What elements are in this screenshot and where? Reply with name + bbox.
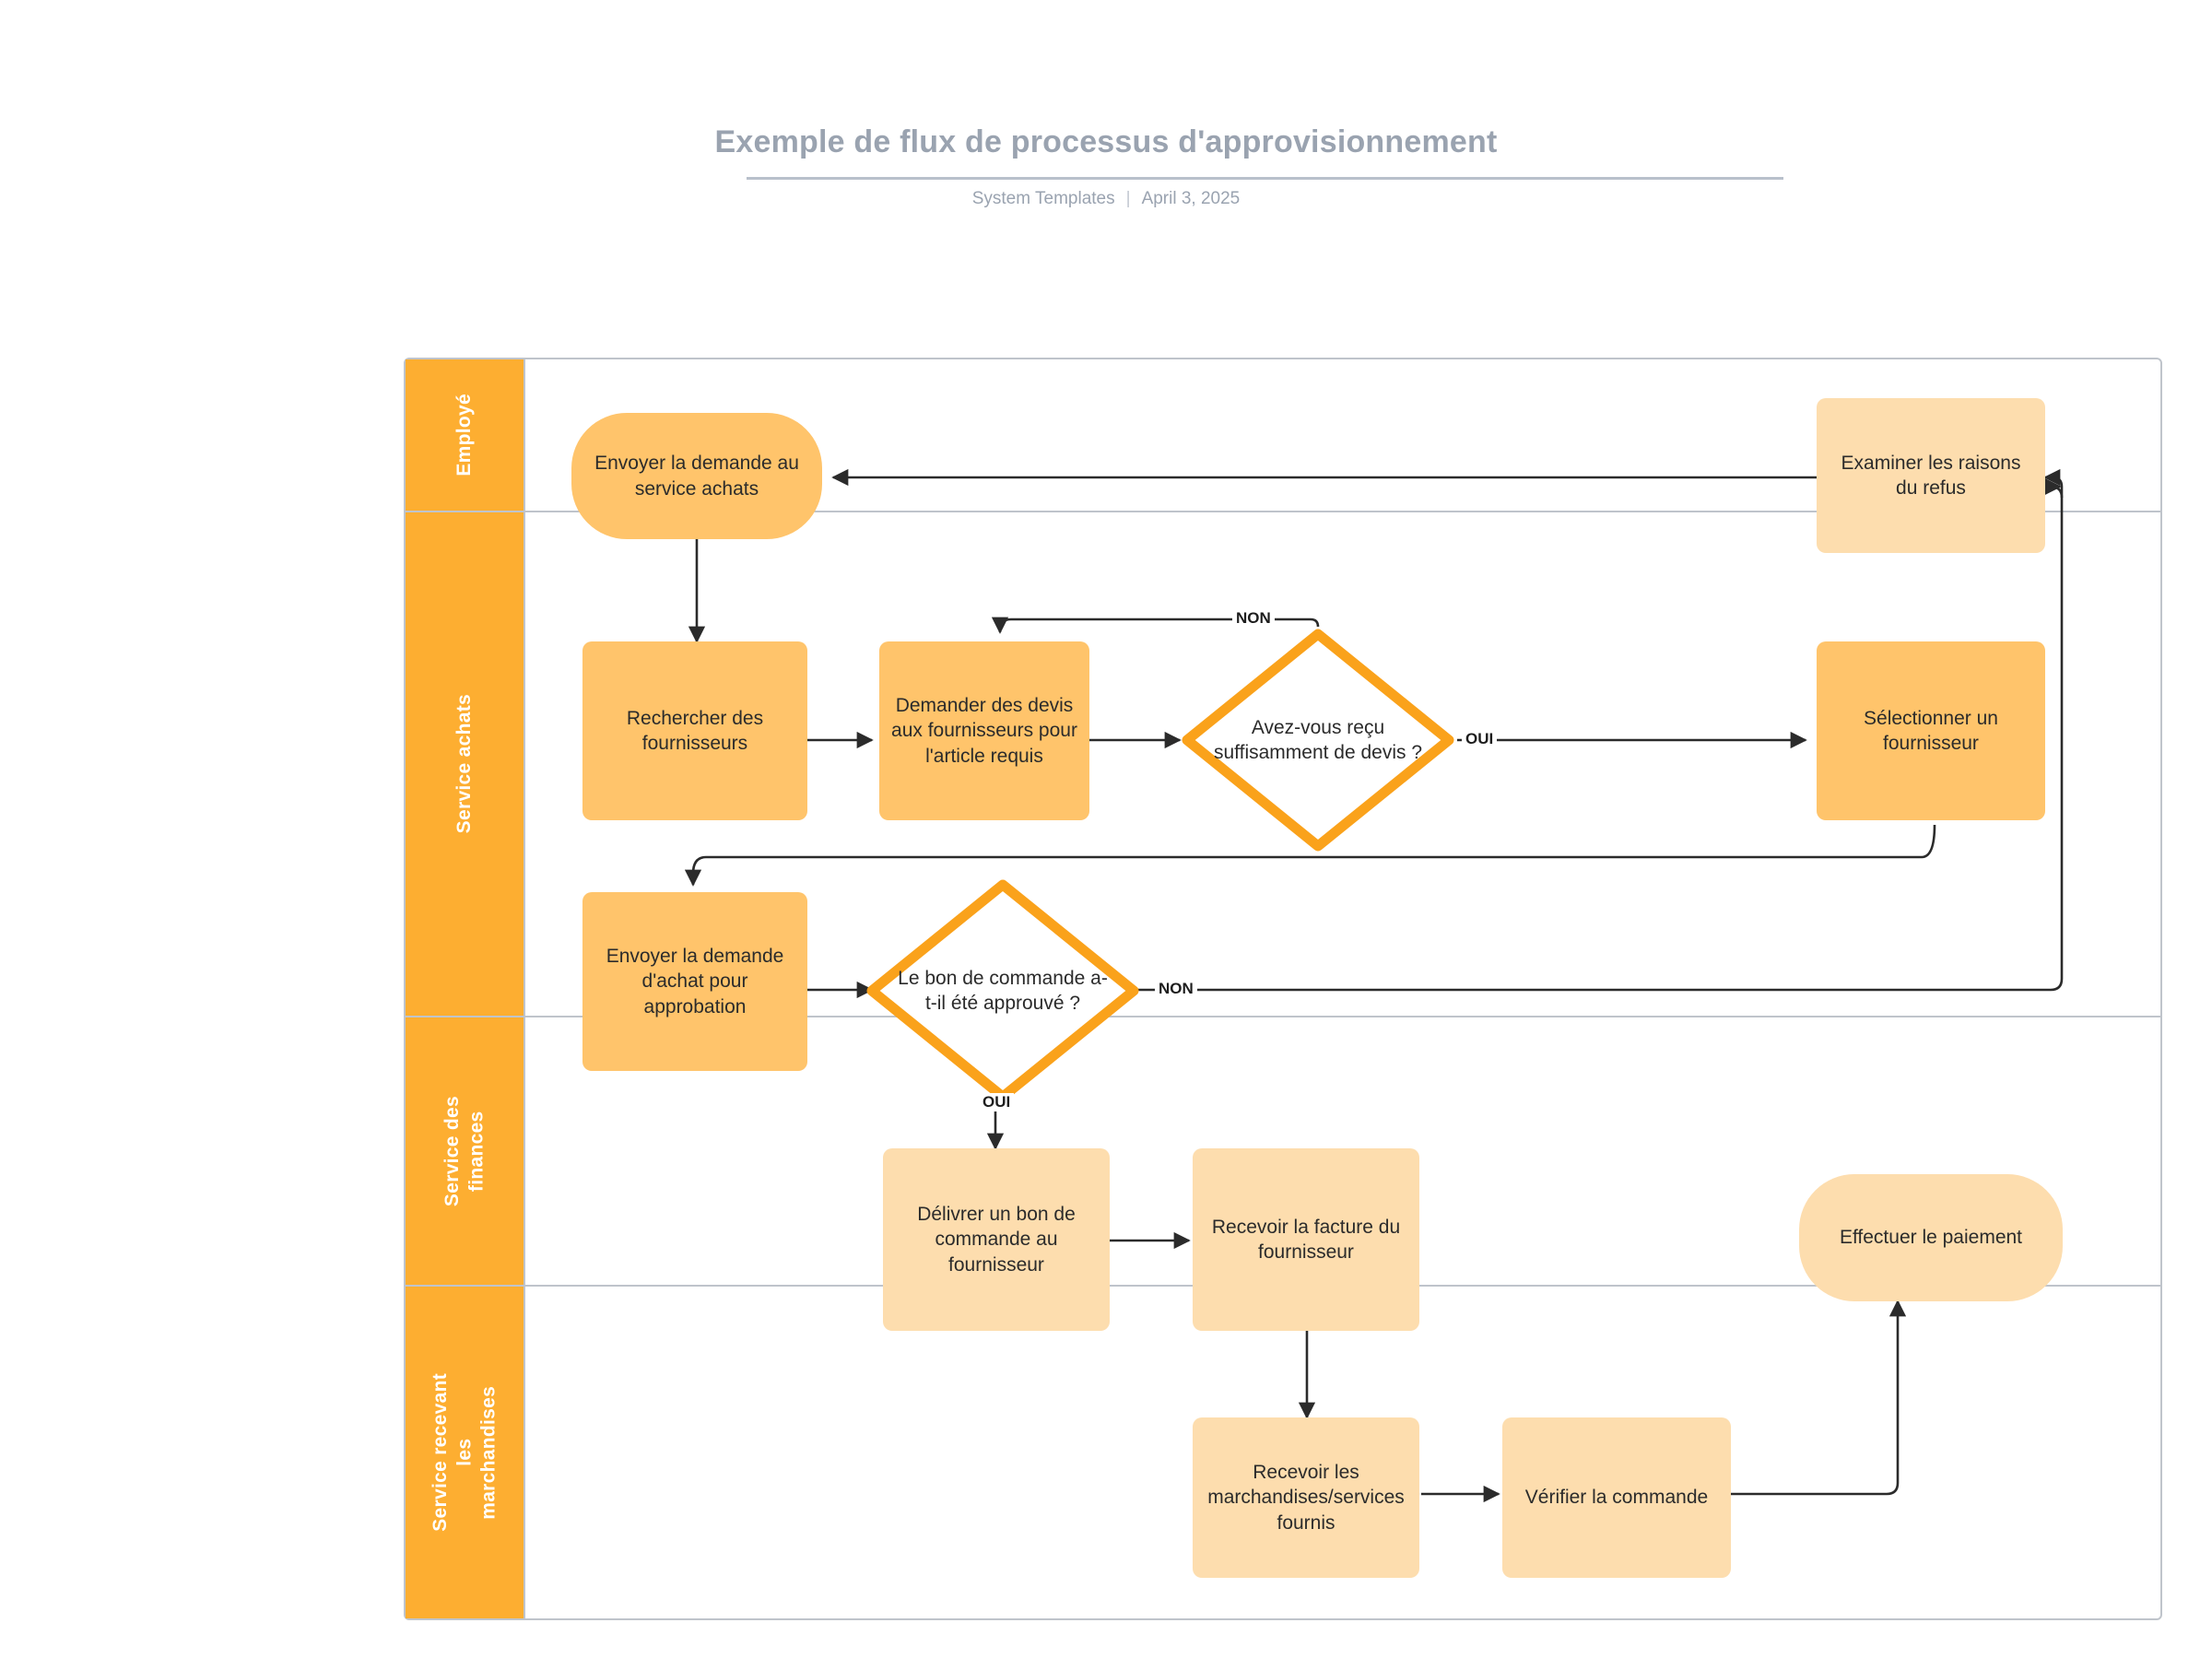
lane-header-service-finances: Service des finances: [406, 1017, 525, 1285]
meta-separator: |: [1125, 189, 1131, 208]
node-decision-avez-vous-recu-devis[interactable]: Avez-vous reçu suffisamment de devis ?: [1180, 627, 1456, 853]
lane-label-employe: Employé: [453, 394, 475, 476]
lane-header-service-marchandises: Service recevant les marchandises: [406, 1287, 525, 1618]
document-meta: System Templates | April 3, 2025: [0, 189, 2212, 209]
node-verifier-commande[interactable]: Vérifier la commande: [1502, 1417, 1731, 1578]
document-date: April 3, 2025: [1141, 189, 1241, 208]
lane-label-service-marchandises: Service recevant les marchandises: [429, 1373, 500, 1532]
node-delivrer-bon-commande[interactable]: Délivrer un bon de commande au fournisse…: [883, 1148, 1110, 1331]
node-selectionner-fournisseur[interactable]: Sélectionner un fournisseur: [1817, 641, 2045, 820]
document-header: Exemple de flux de processus d'approvisi…: [0, 0, 2212, 240]
node-envoyer-demande-service-achats[interactable]: Envoyer la demande au service achats: [571, 413, 822, 539]
node-envoyer-demande-achat[interactable]: Envoyer la demande d'achat pour approbat…: [582, 892, 807, 1071]
edge-label-devis-oui: OUI: [1462, 730, 1498, 748]
title-divider: [747, 177, 1783, 180]
decision-label-avez-vous-recu-devis: Avez-vous reçu suffisamment de devis ?: [1213, 716, 1423, 763]
page-title: Exemple de flux de processus d'approvisi…: [714, 124, 1498, 159]
node-rechercher-fournisseurs[interactable]: Rechercher des fournisseurs: [582, 641, 807, 820]
edge-label-devis-non: NON: [1232, 609, 1275, 628]
document-author: System Templates: [971, 189, 1115, 208]
node-recevoir-marchandises[interactable]: Recevoir les marchandises/services fourn…: [1193, 1417, 1419, 1578]
node-effectuer-paiement[interactable]: Effectuer le paiement: [1799, 1174, 2063, 1301]
node-examiner-raisons-refus[interactable]: Examiner les raisons du refus: [1817, 398, 2045, 553]
edge-label-approuve-non: NON: [1155, 980, 1197, 998]
lane-label-service-finances: Service des finances: [441, 1095, 487, 1207]
decision-label-bon-commande-approuve: Le bon de commande a-t-il été approuvé ?: [898, 967, 1108, 1014]
lane-header-employe: Employé: [406, 359, 525, 511]
node-demander-devis[interactable]: Demander des devis aux fournisseurs pour…: [879, 641, 1089, 820]
edge-label-approuve-oui: OUI: [979, 1093, 1015, 1111]
lane-service-marchandises: Service recevant les marchandises: [406, 1287, 2160, 1618]
lane-label-service-achats: Service achats: [453, 694, 475, 834]
node-decision-bon-commande-approuve[interactable]: Le bon de commande a-t-il été approuvé ?: [865, 877, 1141, 1104]
node-recevoir-facture[interactable]: Recevoir la facture du fournisseur: [1193, 1148, 1419, 1331]
lane-header-service-achats: Service achats: [406, 512, 525, 1016]
lane-service-achats: Service achats: [406, 512, 2160, 1017]
